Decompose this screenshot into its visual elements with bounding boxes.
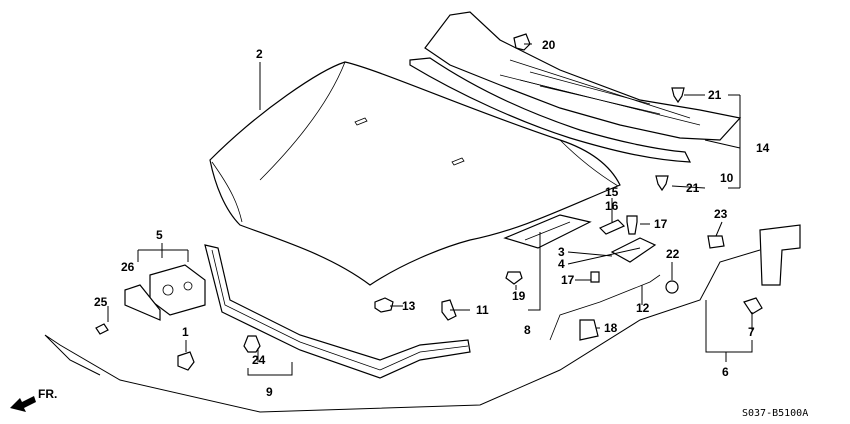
callout-3: 3 <box>558 245 565 259</box>
bolt-17-lower <box>590 271 600 283</box>
callout-16: 16 <box>605 199 619 213</box>
clip-22 <box>243 335 261 353</box>
callout-17-upper: 17 <box>654 217 668 231</box>
upper-frame <box>204 244 471 379</box>
cable-end-7 <box>743 297 763 315</box>
callout-9: 9 <box>266 385 273 399</box>
direction-label: FR. <box>38 387 57 401</box>
callout-20: 20 <box>542 38 556 52</box>
grommet-23 <box>665 280 679 294</box>
hood-hinge <box>598 219 657 263</box>
callout-22: 24 <box>252 353 266 367</box>
bumper-11 <box>441 299 457 321</box>
callout-21-top: 21 <box>708 88 722 102</box>
cowl-top <box>424 11 742 141</box>
support-rod <box>549 274 661 341</box>
callout-13: 13 <box>402 299 416 313</box>
front-direction-arrow: FR. <box>10 387 57 412</box>
callout-15: 15 <box>605 185 619 199</box>
diagram-code: S037-B5100A <box>742 408 808 419</box>
callout-17-lower: 17 <box>561 273 575 287</box>
grommet-19 <box>505 271 523 285</box>
callout-19: 19 <box>512 289 526 303</box>
holder-18 <box>579 319 599 341</box>
bolt-17-upper <box>626 215 638 235</box>
callout-4: 4 <box>558 257 565 271</box>
callout-24: 23 <box>714 207 728 221</box>
callout-7: 7 <box>748 325 755 339</box>
clip-21-top <box>671 87 685 104</box>
hood-stay-bracket <box>503 214 592 249</box>
callout-18: 18 <box>604 321 618 335</box>
callout-11: 11 <box>476 303 489 317</box>
callout-23: 22 <box>666 247 680 261</box>
hood-panel <box>209 61 621 286</box>
callout-1: 1 <box>182 325 189 339</box>
callout-2: 2 <box>256 47 263 61</box>
callout-14: 14 <box>756 141 770 155</box>
callout-8: 8 <box>524 323 531 337</box>
clip-21-bottom <box>655 175 669 192</box>
clip-20 <box>513 33 531 51</box>
callout-26: 26 <box>121 260 135 274</box>
clip-1 <box>177 351 195 371</box>
callout-21-bottom: 21 <box>686 181 700 195</box>
release-handle <box>707 224 801 286</box>
callout-6: 6 <box>722 365 729 379</box>
leader-lines <box>107 43 753 376</box>
bolt-25 <box>95 323 109 335</box>
release-cable <box>44 249 761 413</box>
callout-25: 25 <box>94 295 108 309</box>
callout-5: 5 <box>156 228 163 242</box>
bumper-13 <box>374 297 394 313</box>
hood-latch <box>124 264 206 321</box>
callout-12: 12 <box>636 301 650 315</box>
hood-seal <box>409 57 691 163</box>
callout-10: 10 <box>720 171 734 185</box>
